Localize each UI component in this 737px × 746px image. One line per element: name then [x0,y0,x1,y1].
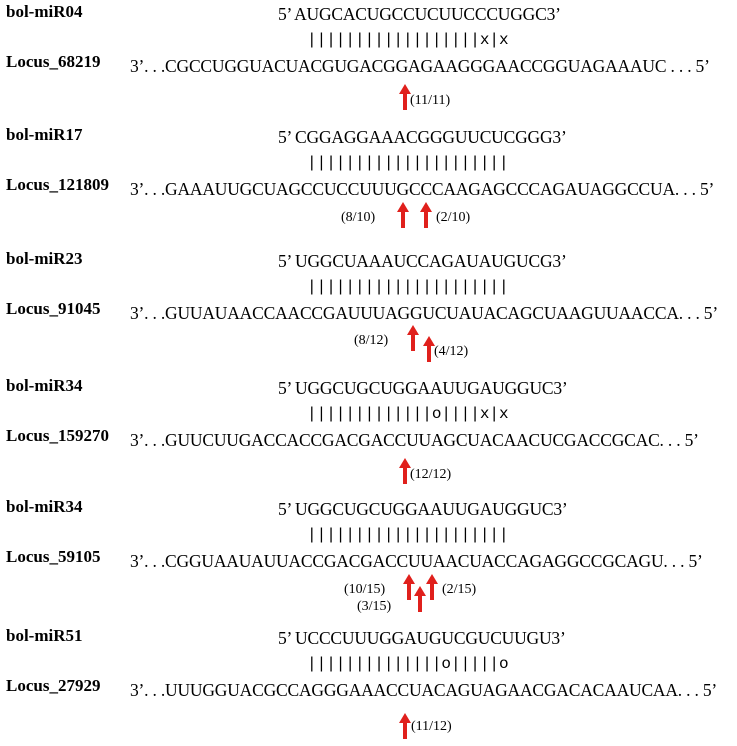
up-arrow-icon [420,202,432,228]
locus-name: Locus_121809 [6,175,109,194]
mirna-sequence: 5’ AUGCACUGCCUCUUCCCUGGC3’ [278,4,561,24]
cleavage-label: (11/12) [411,719,452,734]
target-sequence: 3’. . .CGCCUGGUACUACGUGACGGAGAAGGGAACCGG… [130,56,710,76]
up-arrow-icon [399,713,411,739]
pairing-line: ||||||||||||||||||||| [307,154,509,172]
cleavage-label: (2/10) [436,210,471,225]
mirna-name: bol-miR23 [6,249,83,268]
cleavage-label: (11/11) [410,93,451,108]
target-sequence: 3’. . .GUUCUUGACCACCGACGACCUUAGCUACAACUC… [130,430,699,450]
mirna-name: bol-miR51 [6,626,83,645]
up-arrow-icon [423,336,435,362]
mirna-name: bol-miR17 [6,125,83,144]
target-sequence: 3’. . .GAAAUUGCUAGCCUCCUUUGCCCAAGAGCCCAG… [130,179,715,199]
mirna-name: bol-miR34 [6,376,83,395]
cleavage-label: (8/10) [341,210,376,225]
cleavage-label: (8/12) [354,333,389,348]
locus-name: Locus_91045 [6,299,101,318]
alignment-block: bol-miR04 Locus_68219 5’ AUGCACUGCCUCUUC… [0,0,737,122]
pairing-line: ||||||||||||||||||x|x [307,31,509,49]
pairing-line: |||||||||||||o||||x|x [307,405,509,423]
cleavage-label: (10/15) [344,582,386,597]
locus-name: Locus_59105 [6,547,101,566]
pairing-line: ||||||||||||||||||||| [307,526,509,544]
pairing-line: ||||||||||||||o|||||o [307,655,509,673]
alignment-block: bol-miR23 Locus_91045 5’ UGGCUAAAUCCAGAU… [0,247,737,369]
mirna-sequence: 5’ UCCCUUUGGAUGUCGUCUUGU3’ [278,628,566,648]
cleavage-label: (2/15) [442,582,477,597]
alignment-block: bol-miR34 Locus_159270 5’ UGGCUGCUGGAAUU… [0,374,737,496]
cleavage-label: (4/12) [434,344,469,359]
cleavage-label: (3/15) [357,599,392,614]
locus-name: Locus_68219 [6,52,101,71]
target-sequence: 3’. . .CGGUAAUAUUACCGACGACCUUAACUACCAGAG… [130,551,703,571]
mirna-sequence: 5’ UGGCUAAAUCCAGAUAUGUCG3’ [278,251,567,271]
mirna-name: bol-miR34 [6,497,83,516]
target-sequence: 3’. . .UUUGGUACGCCAGGGAAACCUACAGUAGAACGA… [130,680,718,700]
target-sequence: 3’. . .GUUAUAACCAACCGAUUUAGGUCUAUACAGCUA… [130,303,718,323]
mirna-sequence: 5’ UGGCUGCUGGAAUUGAUGGUC3’ [278,499,568,519]
up-arrow-icon [397,202,409,228]
cleavage-label: (12/12) [410,467,452,482]
mirna-name: bol-miR04 [6,2,83,21]
alignment-block: bol-miR34 Locus_59105 5’ UGGCUGCUGGAAUUG… [0,495,737,617]
alignment-block: bol-miR51 Locus_27929 5’ UCCCUUUGGAUGUCG… [0,624,737,746]
locus-name: Locus_159270 [6,426,109,445]
up-arrow-icon [414,586,426,612]
up-arrow-icon [403,574,415,600]
alignment-block: bol-miR17 Locus_121809 5’ CGGAGGAAACGGGU… [0,123,737,245]
pairing-line: ||||||||||||||||||||| [307,278,509,296]
locus-name: Locus_27929 [6,676,101,695]
up-arrow-icon [426,574,438,600]
mirna-sequence: 5’ CGGAGGAAACGGGUUCUCGGG3’ [278,127,567,147]
mirna-sequence: 5’ UGGCUGCUGGAAUUGAUGGUC3’ [278,378,568,398]
up-arrow-icon [407,325,419,351]
up-arrow-icon [399,458,411,484]
up-arrow-icon [399,84,411,110]
